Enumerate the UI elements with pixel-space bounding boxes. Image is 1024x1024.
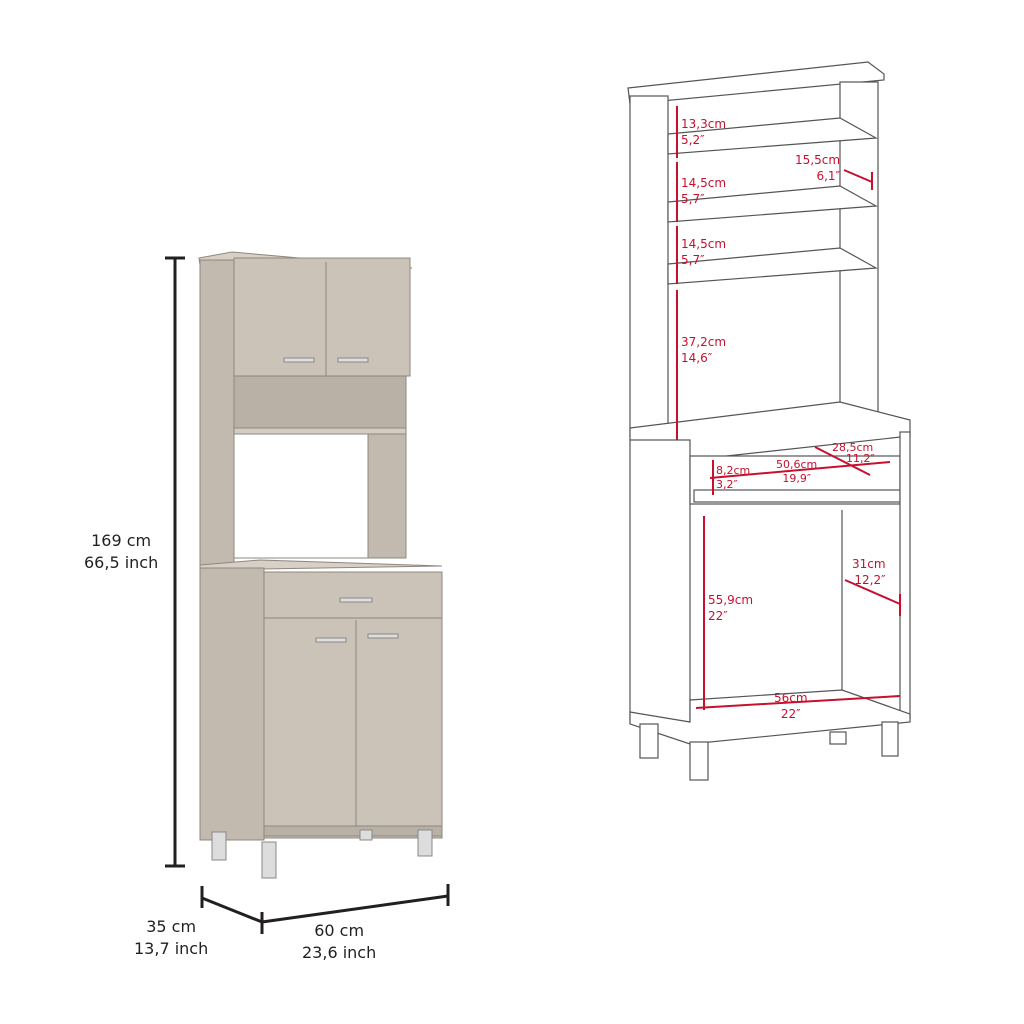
width-inch: 23,6 inch xyxy=(302,943,377,962)
overall-height-label: 169 cm 66,5 inch xyxy=(84,530,158,574)
depth-inch: 13,7 inch xyxy=(134,939,209,958)
cabinet-line-drawing xyxy=(627,61,911,781)
height-inch: 66,5 inch xyxy=(84,553,159,572)
detail-dimension-lines xyxy=(676,106,901,710)
overall-width-label: 60 cm 23,6 inch xyxy=(302,920,376,964)
depth-cm: 35 cm xyxy=(146,917,197,936)
width-cm: 60 cm xyxy=(314,921,365,940)
overall-depth-label: 35 cm 13,7 inch xyxy=(134,916,208,960)
overall-dimension-lines xyxy=(165,256,450,934)
height-cm: 169 cm xyxy=(91,531,152,550)
cabinet-render xyxy=(198,251,443,879)
